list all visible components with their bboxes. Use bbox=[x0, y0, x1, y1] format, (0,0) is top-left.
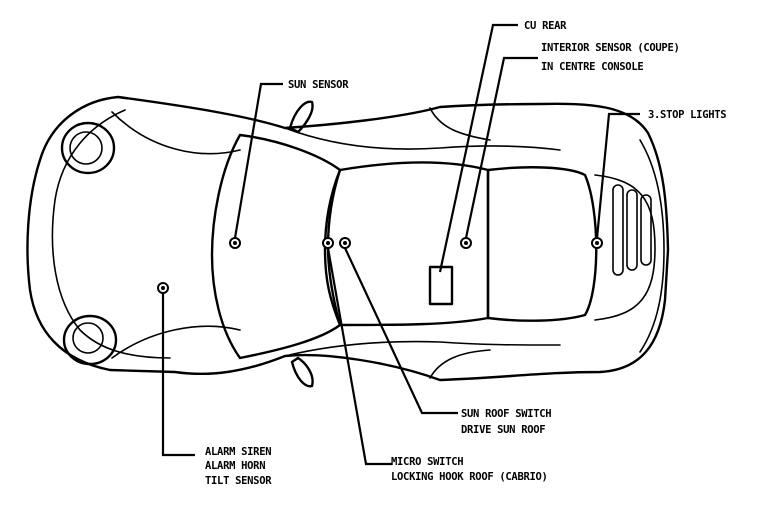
sensor-stop-lights bbox=[591, 237, 603, 249]
headlight-front-right bbox=[62, 314, 118, 366]
label-interior-sensor-2: IN CENTRE CONSOLE bbox=[541, 61, 643, 73]
label-cu-rear: CU REAR bbox=[524, 20, 567, 32]
rear-louvres bbox=[594, 174, 656, 321]
sensor-sun bbox=[229, 237, 241, 249]
label-sun-sensor: SUN SENSOR bbox=[288, 79, 349, 91]
leader-lines bbox=[161, 23, 640, 466]
sensor-alarm bbox=[157, 282, 169, 294]
sensor-interior bbox=[460, 237, 472, 249]
side-mirror-right bbox=[290, 356, 314, 388]
label-micro-switch-1: MICRO SWITCH bbox=[391, 456, 463, 468]
cu-rear-box bbox=[428, 265, 454, 306]
car-body bbox=[26, 95, 670, 388]
sensor-micro-switch bbox=[322, 237, 334, 249]
side-mirror-left bbox=[288, 100, 314, 134]
sensor-sun-roof-switch bbox=[339, 237, 351, 249]
label-sun-roof-switch-1: SUN ROOF SWITCH bbox=[461, 408, 551, 420]
label-alarm-1: ALARM SIREN bbox=[205, 446, 271, 458]
headlight-front-left bbox=[60, 121, 116, 175]
label-micro-switch-2: LOCKING HOOK ROOF (CABRIO) bbox=[391, 471, 548, 483]
label-sun-roof-switch-2: DRIVE SUN ROOF bbox=[461, 424, 545, 436]
label-alarm-3: TILT SENSOR bbox=[205, 475, 272, 487]
label-alarm-2: ALARM HORN bbox=[205, 460, 265, 472]
label-stop-lights: 3.STOP LIGHTS bbox=[648, 109, 726, 121]
label-interior-sensor-1: INTERIOR SENSOR (COUPE) bbox=[541, 42, 680, 54]
